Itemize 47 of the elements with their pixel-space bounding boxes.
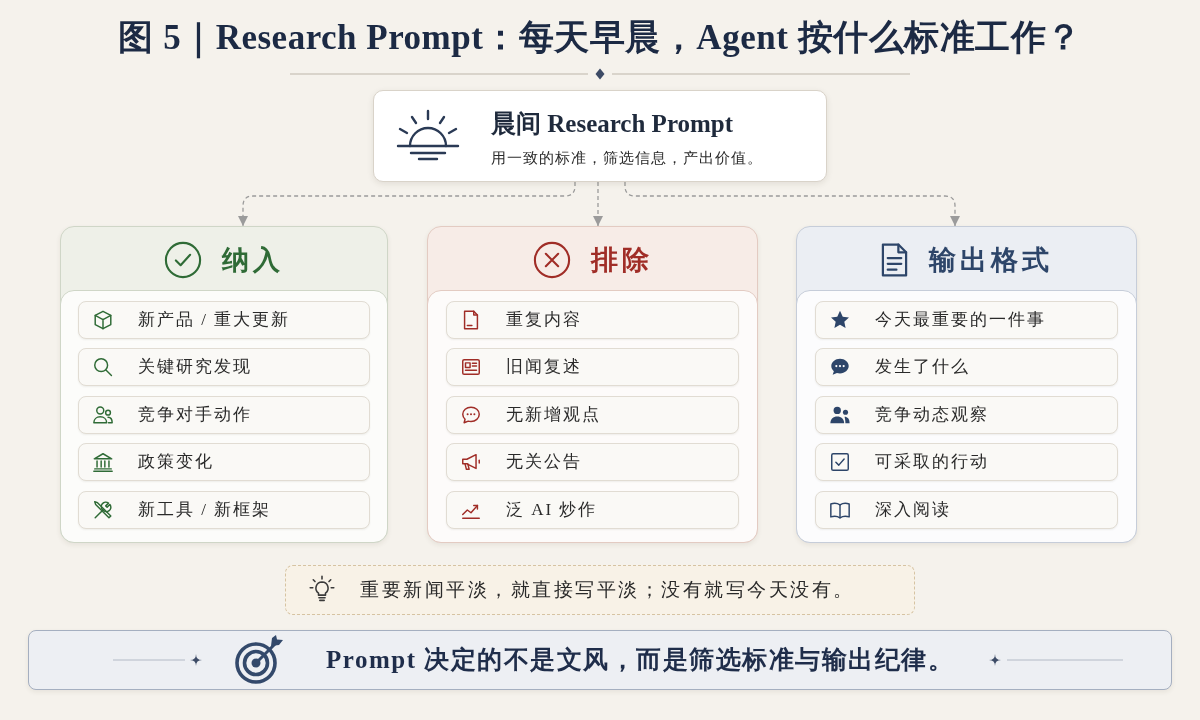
card-subtitle: 用一致的标准，筛选信息，产出价值。 (491, 149, 763, 168)
item-label: 关键研究发现 (138, 356, 252, 378)
dashed-arrow (238, 181, 576, 227)
list-item (815, 301, 1118, 339)
item-label: 无新增观点 (506, 404, 601, 426)
list-item (815, 396, 1118, 434)
panel-heading: 纳入 (222, 244, 284, 277)
item-label: 政策变化 (138, 451, 214, 473)
list-item (78, 301, 370, 339)
item-label: 泛 AI 炒作 (506, 499, 598, 521)
panel-heading: 排除 (590, 244, 653, 277)
list-item (815, 443, 1118, 481)
item-label: 深入阅读 (875, 499, 951, 521)
page-title: 图 5｜Research Prompt：每天早晨，Agent 按什么标准工作？ (118, 17, 1082, 60)
tip-text: 重要新闻平淡，就直接写平淡；没有就写今天没有。 (360, 578, 855, 602)
list-item (78, 443, 370, 481)
item-label: 竞争对手动作 (138, 404, 252, 426)
list-item (446, 443, 739, 481)
dashed-arrow (593, 181, 603, 227)
category-panel (60, 226, 388, 543)
category-panel (796, 226, 1137, 543)
list-item (446, 396, 739, 434)
list-item (78, 491, 370, 529)
item-label: 可采取的行动 (875, 451, 989, 473)
dashed-arrow (624, 181, 960, 227)
item-label: 发生了什么 (875, 356, 970, 378)
item-label: 新工具 / 新框架 (138, 499, 272, 521)
list-item (446, 348, 739, 386)
list-item (78, 348, 370, 386)
item-label: 旧闻复述 (506, 356, 582, 378)
list-item (815, 491, 1118, 529)
header-card (373, 90, 827, 182)
list-item (78, 396, 370, 434)
panel-heading: 输出格式 (929, 244, 1053, 277)
item-label: 重复内容 (506, 309, 582, 331)
card-title: 晨间 Research Prompt (491, 109, 734, 139)
summary-banner (28, 630, 1172, 690)
category-panel (427, 226, 758, 543)
summary-text: Prompt 决定的不是文风，而是筛选标准与输出纪律。 (326, 645, 955, 675)
item-label: 新产品 / 重大更新 (138, 309, 291, 331)
item-label: 今天最重要的一件事 (875, 309, 1046, 331)
list-item (446, 491, 739, 529)
item-label: 竞争动态观察 (875, 404, 989, 426)
tip-box (285, 565, 915, 615)
list-item (446, 301, 739, 339)
list-item (815, 348, 1118, 386)
item-label: 无关公告 (506, 451, 582, 473)
